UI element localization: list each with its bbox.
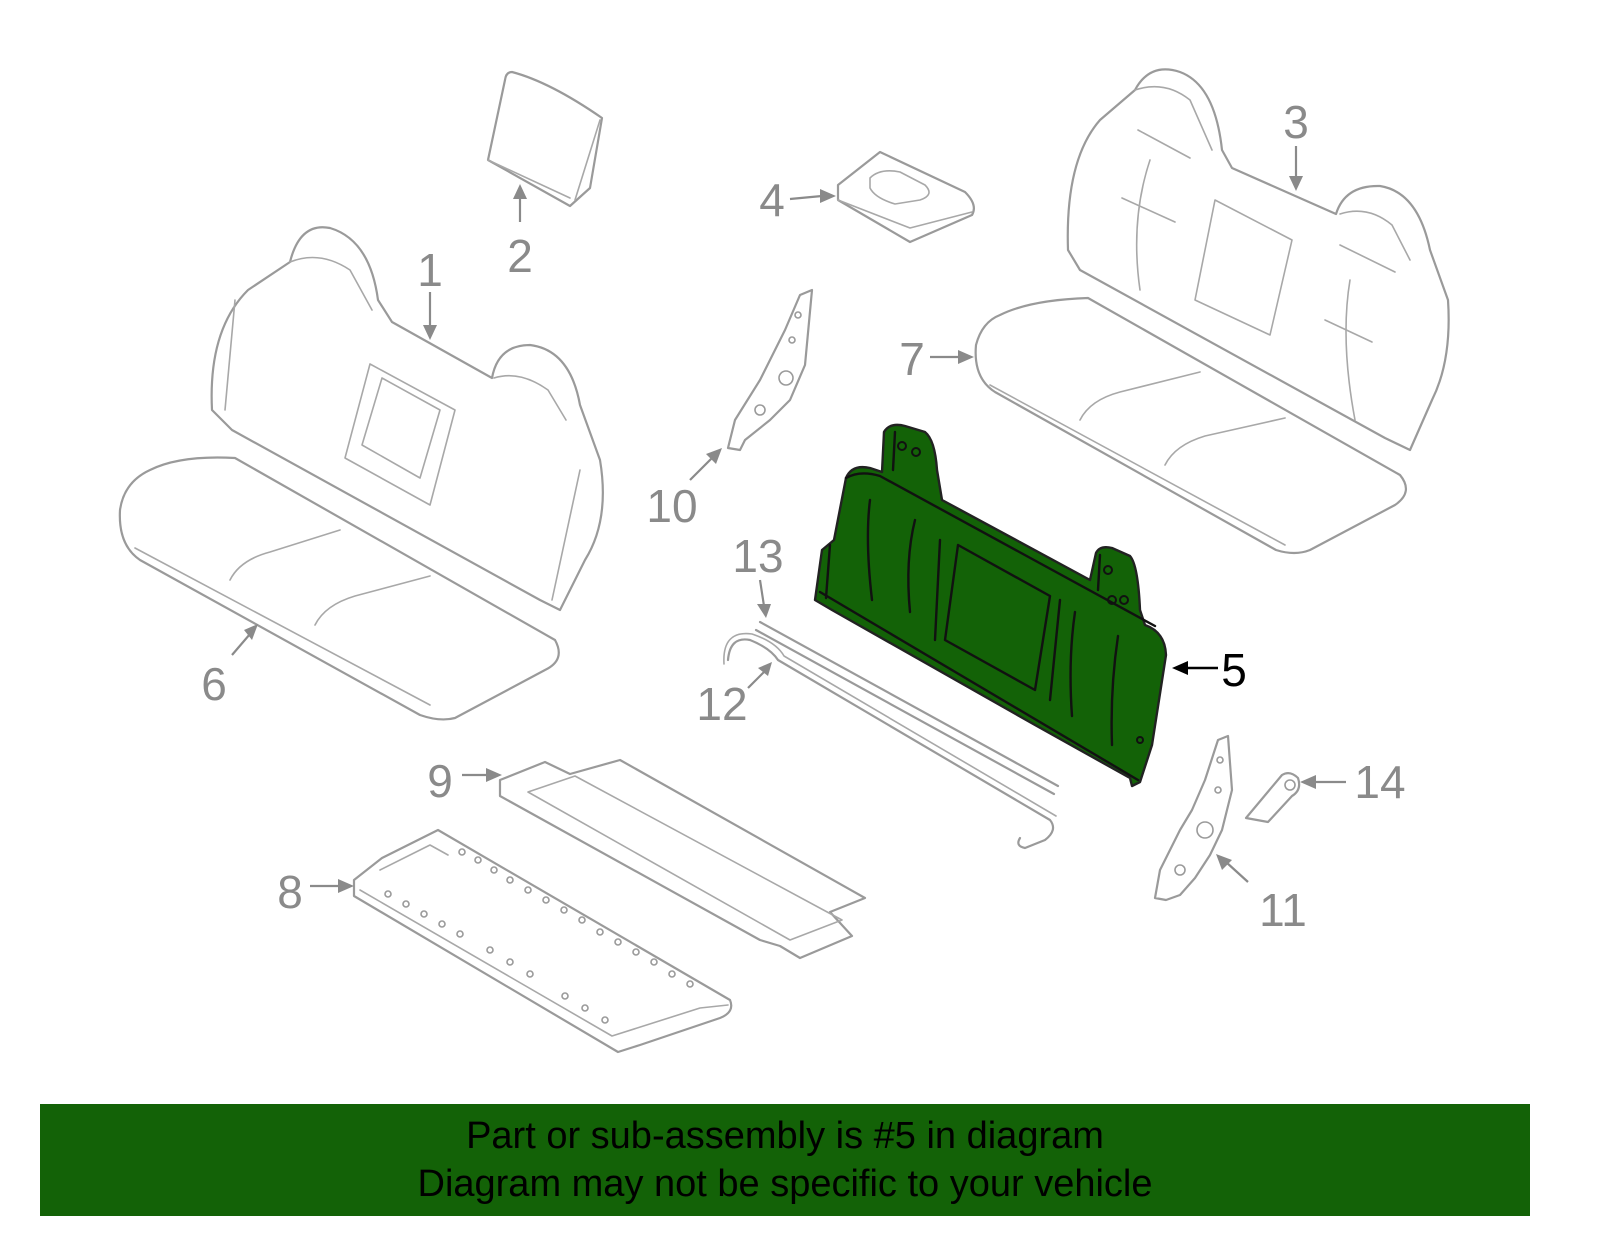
part-13-rod[interactable]	[754, 620, 1060, 796]
parts-diagram: 1 2 3 4 5 6 7 8 9 10 11 12 13 14	[118, 68, 1450, 1054]
leader-arrows	[231, 146, 1346, 893]
part-11-hinge-bracket-right[interactable]	[1153, 734, 1234, 902]
part-9-pad[interactable]	[498, 758, 867, 960]
callout-1: 1	[417, 244, 443, 296]
callout-11: 11	[1259, 884, 1307, 936]
part-2-head-restraint[interactable]	[486, 70, 604, 208]
info-banner: Part or sub-assembly is #5 in diagram Di…	[40, 1104, 1530, 1216]
callout-5: 5	[1221, 644, 1247, 696]
part-7-seat-cushion-right[interactable]	[974, 296, 1407, 555]
callout-3: 3	[1283, 96, 1309, 148]
callout-6: 6	[201, 658, 227, 710]
callout-4: 4	[759, 174, 785, 226]
part-10-hinge-bracket-left[interactable]	[726, 288, 814, 452]
banner-line-2: Diagram may not be specific to your vehi…	[417, 1163, 1153, 1205]
callout-10: 10	[646, 480, 697, 532]
part-3-seat-back-right[interactable]	[1066, 68, 1450, 452]
part-6-seat-cushion-left[interactable]	[118, 456, 560, 721]
banner-line-1: Part or sub-assembly is #5 in diagram	[466, 1115, 1104, 1157]
part-12-bent-rod[interactable]	[723, 632, 1057, 850]
part-1-seat-back-left[interactable]	[210, 226, 604, 612]
part-4-cup-holder[interactable]	[836, 150, 975, 244]
callout-7: 7	[899, 333, 925, 385]
part-14-clip[interactable]	[1244, 771, 1301, 824]
callout-12: 12	[696, 678, 747, 730]
callout-9: 9	[427, 755, 453, 807]
callout-8: 8	[277, 866, 303, 918]
callout-2: 2	[507, 230, 533, 282]
part-5-seat-back-frame[interactable]	[813, 423, 1168, 788]
callout-13: 13	[732, 530, 783, 582]
callout-14: 14	[1354, 756, 1405, 808]
part-8-seat-pan[interactable]	[352, 828, 733, 1054]
